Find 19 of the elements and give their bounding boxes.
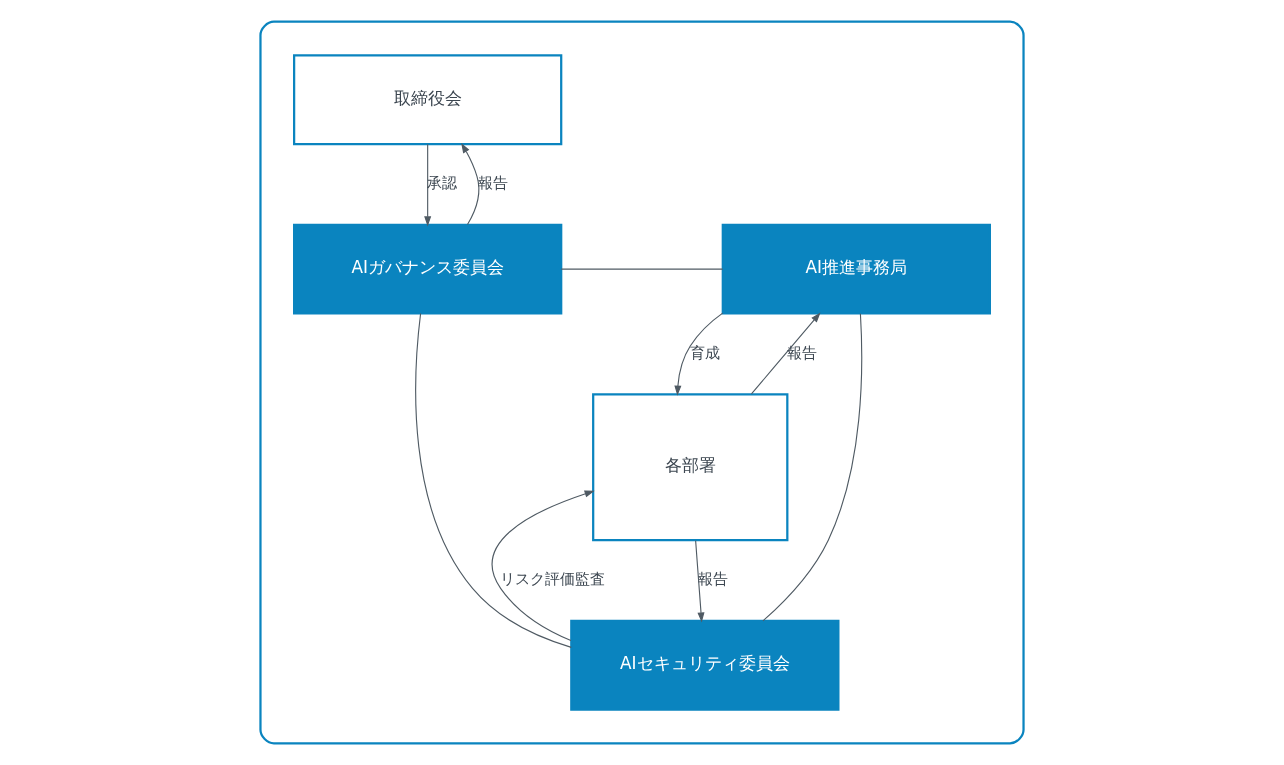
connector (415, 312, 572, 648)
connector (762, 313, 863, 622)
arrow (491, 490, 595, 642)
arrow (674, 312, 724, 396)
connector (560, 268, 724, 270)
arrow (750, 312, 821, 395)
arrow (424, 143, 432, 227)
edge-label: 報告 (787, 343, 818, 361)
node-box: AIセキュリティ委員会 (570, 619, 840, 711)
edge-label: リスク評価監査 (499, 570, 605, 588)
edge-label: 報告 (477, 174, 508, 192)
node-box: AIガバナンス委員会 (293, 223, 563, 315)
node-box: 各部署 (592, 393, 789, 542)
arrow (695, 540, 705, 623)
cluster (259, 20, 1025, 745)
edge-label: 育成 (689, 343, 720, 361)
arrow (461, 142, 480, 226)
node-box: 取締役会 (293, 54, 563, 146)
node-box: AI推進事務局 (721, 223, 991, 315)
